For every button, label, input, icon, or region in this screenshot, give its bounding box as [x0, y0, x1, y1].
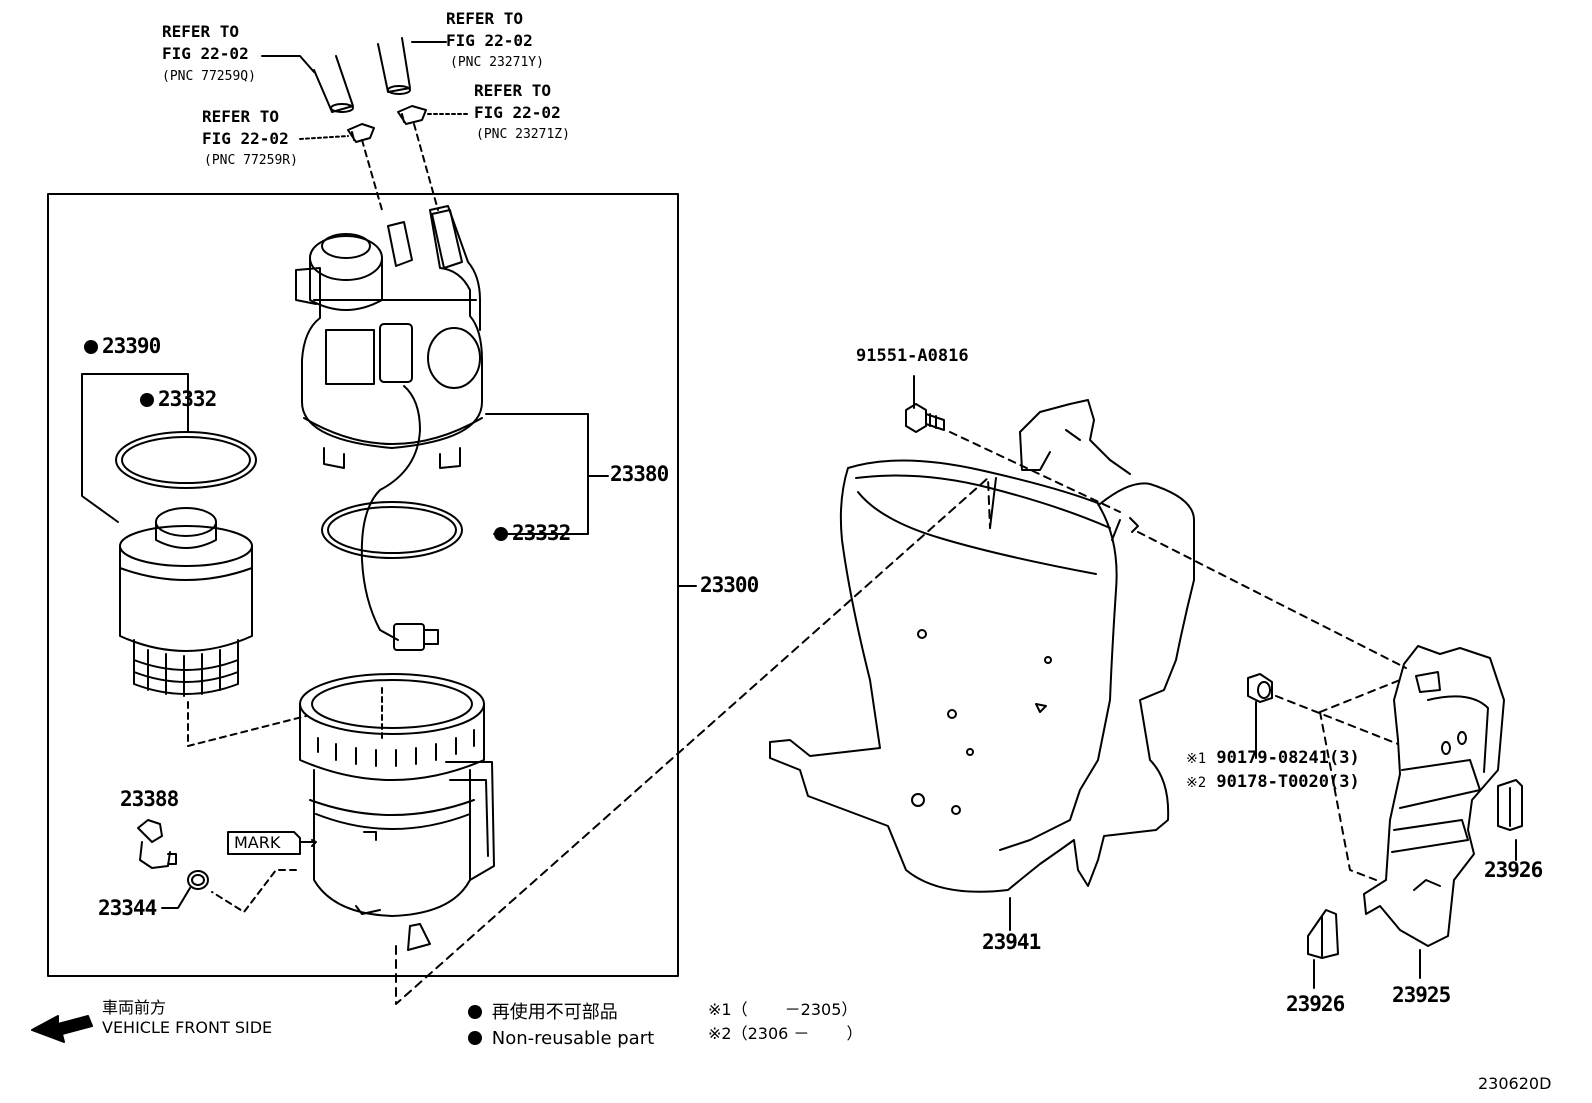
vehicle-front-en: VEHICLE FRONT SIDE — [102, 1018, 273, 1037]
part-23300: 23300 — [700, 573, 759, 597]
non-reusable-dot-icon — [468, 1031, 482, 1045]
part-91551-a0816: 91551-A0816 — [856, 346, 969, 366]
clip-77259r — [347, 123, 375, 143]
part-23332-upper: 23332 — [140, 389, 217, 410]
ref-23271y-line1: REFER TO — [446, 9, 524, 28]
part-23332-lower: 23332 — [494, 523, 571, 544]
ref-23271z-line2: FIG 22-02 — [474, 103, 561, 122]
ref-77259r-line1: REFER TO — [202, 107, 280, 126]
clip-23926-right — [1497, 779, 1523, 861]
mark-label: MARK — [234, 833, 281, 852]
part-23941: 23941 — [982, 930, 1041, 954]
hose-23271y — [377, 37, 411, 95]
ref-23271z-line1: REFER TO — [474, 81, 552, 100]
part-23380: 23380 — [610, 462, 669, 486]
non-reusable-dot-icon — [140, 393, 154, 407]
non-reusable-dot-icon — [494, 527, 508, 541]
filter-element-23390 — [119, 507, 253, 697]
o-ring-23332-lower — [321, 501, 463, 559]
bracket-23925 — [1363, 645, 1505, 979]
clip-23926-lower — [1307, 909, 1339, 989]
legend-nonreuse-en: Non-reusable part — [468, 1030, 654, 1048]
part-23390: 23390 — [84, 336, 161, 357]
part-23344: 23344 — [98, 896, 157, 920]
ref-77259r-pnc: (PNC 77259R) — [204, 153, 298, 168]
part-90179-08241: ※1 90179-08241(3) — [1186, 748, 1360, 768]
filter-bowl — [299, 673, 495, 951]
hose-77259q — [313, 55, 354, 113]
ref-77259q-pnc: (PNC 77259Q) — [162, 69, 256, 84]
o-ring-23332-upper — [115, 431, 257, 489]
filter-head-23380 — [295, 205, 483, 651]
drain-plug-23388 — [137, 819, 177, 869]
legend-note2: ※2（2306 － ） — [708, 1024, 863, 1043]
note2-marker: ※2 — [1186, 775, 1207, 791]
part-23388: 23388 — [120, 787, 179, 811]
heat-insulator-23941 — [769, 399, 1195, 893]
part-23926-lower: 23926 — [1286, 992, 1345, 1016]
ref-23271y-pnc: (PNC 23271Y) — [450, 55, 544, 70]
front-arrow-icon — [31, 1015, 93, 1043]
ref-23271y-line2: FIG 22-02 — [446, 31, 533, 50]
nut-90179 — [1247, 673, 1273, 759]
part-90178-t0020: ※2 90178-T0020(3) — [1186, 772, 1360, 792]
part-23926-right: 23926 — [1484, 858, 1543, 882]
figure-code: 230620D — [1478, 1074, 1552, 1093]
bolt-91551 — [905, 375, 945, 433]
assembly-box — [47, 193, 679, 977]
ref-77259q-line2: FIG 22-02 — [162, 44, 249, 63]
legend-nonreuse-jp: 再使用不可部品 — [468, 1004, 618, 1022]
non-reusable-dot-icon — [84, 340, 98, 354]
ref-23271z-pnc: (PNC 23271Z) — [476, 127, 570, 142]
vehicle-front-jp: 車両前方 — [102, 998, 167, 1017]
ref-77259q-line1: REFER TO — [162, 22, 240, 41]
clip-23271z — [397, 105, 427, 125]
legend-note1: ※1（ －2305） — [708, 1000, 858, 1019]
note1-marker: ※1 — [1186, 751, 1207, 767]
ref-77259r-line2: FIG 22-02 — [202, 129, 289, 148]
non-reusable-dot-icon — [468, 1005, 482, 1019]
part-23925: 23925 — [1392, 983, 1451, 1007]
